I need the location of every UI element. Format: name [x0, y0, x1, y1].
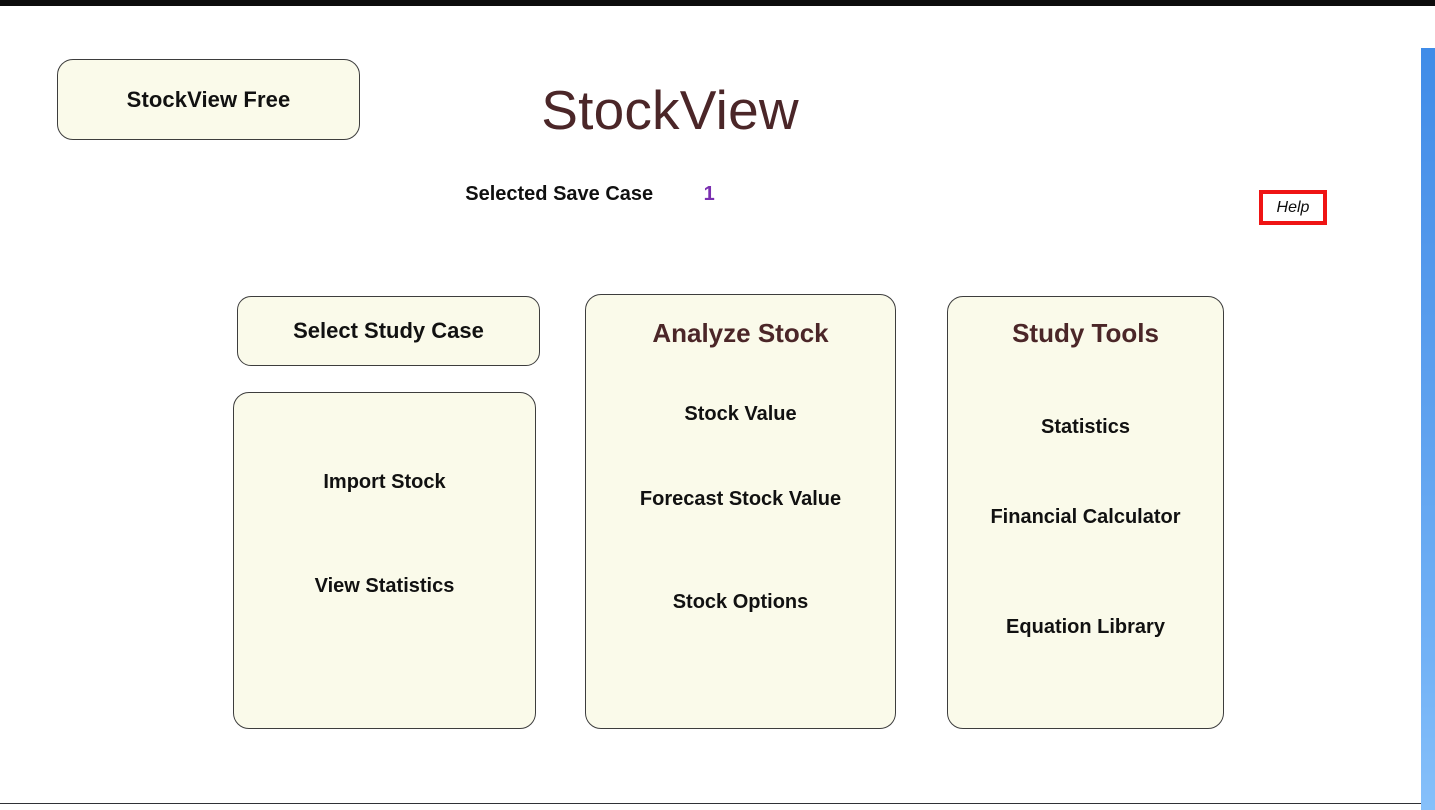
selected-save-case-row: Selected Save Case 1 [0, 183, 1180, 206]
menu-item-view-statistics[interactable]: View Statistics [314, 575, 455, 597]
page-title: StockView [541, 79, 799, 141]
menu-item-import-stock[interactable]: Import Stock [323, 471, 446, 493]
menu-item-statistics[interactable]: Statistics [1041, 416, 1130, 438]
study-tools-title: Study Tools [1012, 318, 1159, 348]
selected-save-case-value[interactable]: 1 [703, 183, 715, 205]
right-edge-scroll-accent[interactable] [1421, 48, 1435, 810]
study-tools-panel: Study Tools Statistics Financial Calcula… [947, 296, 1224, 729]
select-study-case-button[interactable]: Select Study Case [237, 296, 540, 366]
menu-item-forecast-stock-value[interactable]: Forecast Stock Value [639, 488, 842, 510]
help-button[interactable]: Help [1259, 190, 1327, 225]
window-bottom-divider [0, 803, 1435, 804]
menu-item-stock-value[interactable]: Stock Value [684, 403, 797, 425]
menu-item-stock-options[interactable]: Stock Options [672, 591, 809, 613]
analyze-stock-panel: Analyze Stock Stock Value Forecast Stock… [585, 294, 896, 729]
select-study-case-label: Select Study Case [293, 318, 484, 343]
selected-save-case-label: Selected Save Case [465, 183, 654, 205]
help-button-label: Help [1276, 198, 1310, 216]
menu-item-financial-calculator[interactable]: Financial Calculator [990, 506, 1181, 528]
brand-badge-label: StockView Free [126, 86, 291, 112]
menu-item-equation-library[interactable]: Equation Library [1006, 616, 1165, 638]
analyze-stock-title: Analyze Stock [652, 318, 829, 348]
window-top-bar [0, 0, 1435, 6]
brand-badge[interactable]: StockView Free [57, 59, 360, 140]
study-case-actions-panel: Import Stock View Statistics [233, 392, 536, 729]
